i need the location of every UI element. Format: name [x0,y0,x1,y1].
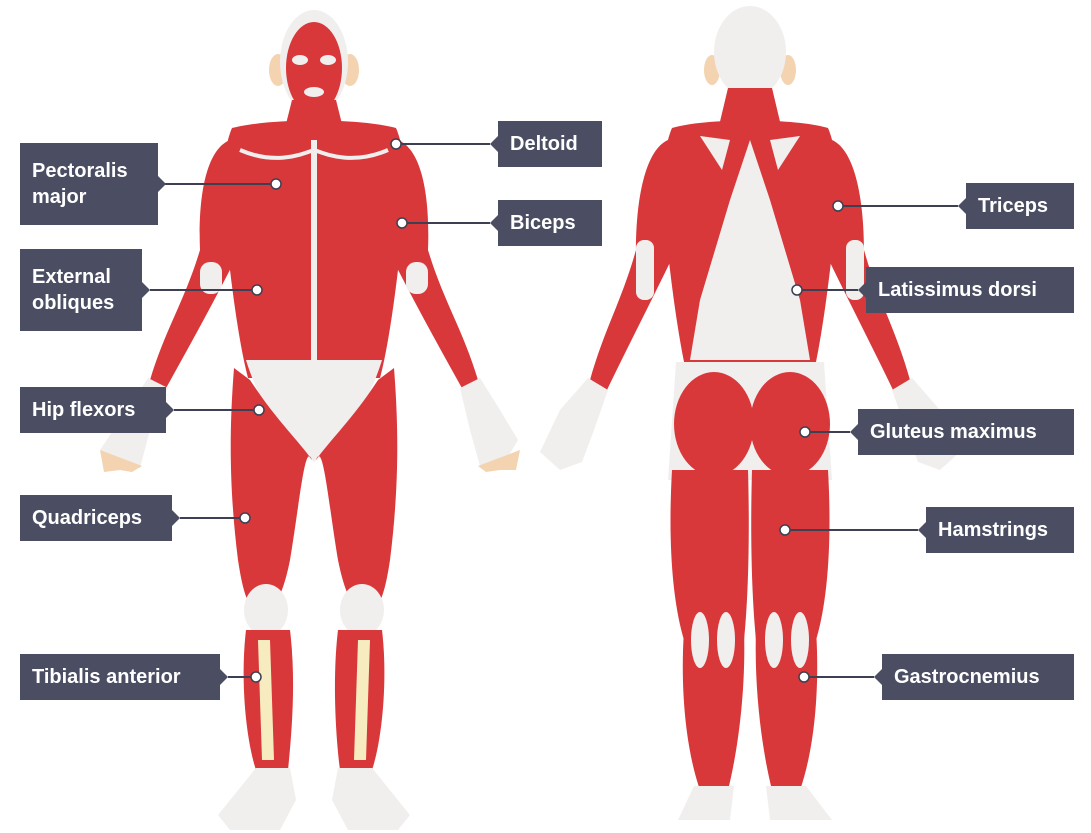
leader-dot-quadriceps [240,513,250,523]
back-thigh-right [751,470,829,640]
label-hip-flexors: Hip flexors [20,387,166,433]
back-heel-right [766,786,832,820]
label-gluteus-maximus-text: Gluteus maximus [870,419,1037,445]
label-latissimus-dorsi-text: Latissimus dorsi [878,277,1037,303]
leader-dot-tibialis-anterior [251,672,261,682]
leader-dot-latissimus-dorsi [792,285,802,295]
leader-dot-biceps [397,218,407,228]
label-tibialis-anterior-text: Tibialis anterior [32,664,181,690]
label-deltoid-text: Deltoid [510,131,578,157]
label-pectoralis-major: Pectoralis major [20,143,158,225]
front-eye-right [320,55,336,65]
leader-dot-gastrocnemius [799,672,809,682]
back-thigh-left [671,470,749,640]
label-biceps-text: Biceps [510,210,576,236]
back-calf-right [756,630,818,790]
label-hamstrings: Hamstrings [926,507,1074,553]
back-glute-right [750,372,830,476]
front-foot-left [218,768,296,830]
back-glute-left [674,372,754,476]
front-knee-left [244,584,288,636]
label-biceps: Biceps [498,200,602,246]
label-latissimus-dorsi: Latissimus dorsi [866,267,1074,313]
label-triceps-text: Triceps [978,193,1048,219]
label-pectoralis-major-text: Pectoralis major [32,158,128,210]
front-mouth [304,87,324,97]
front-knee-right [340,584,384,636]
label-gastrocnemius-text: Gastrocnemius [894,664,1040,690]
leader-dot-external-obliques [252,285,262,295]
label-quadriceps-text: Quadriceps [32,505,142,531]
leader-dot-triceps [833,201,843,211]
back-elbow-left [636,240,654,300]
label-external-obliques: External obliques [20,249,142,331]
label-quadriceps: Quadriceps [20,495,172,541]
label-deltoid: Deltoid [498,121,602,167]
front-foot-right [332,768,410,830]
front-elbow-right [406,262,428,294]
front-eye-left [292,55,308,65]
leader-dot-gluteus-maximus [800,427,810,437]
back-calf-tendon-left-2 [717,612,735,668]
back-calf-tendon-left-1 [691,612,709,668]
back-heel-left [678,786,734,820]
back-calf-tendon-right-1 [765,612,783,668]
leader-dot-hip-flexors [254,405,264,415]
label-gluteus-maximus: Gluteus maximus [858,409,1074,455]
back-calf-left [683,630,745,790]
label-hamstrings-text: Hamstrings [938,517,1048,543]
label-gastrocnemius: Gastrocnemius [882,654,1074,700]
leader-dot-pectoralis-major [271,179,281,189]
back-head [714,6,786,98]
leader-dot-hamstrings [780,525,790,535]
leader-dot-deltoid [391,139,401,149]
label-tibialis-anterior: Tibialis anterior [20,654,220,700]
label-hip-flexors-text: Hip flexors [32,397,135,423]
label-triceps: Triceps [966,183,1074,229]
label-external-obliques-text: External obliques [32,264,114,316]
back-calf-tendon-right-2 [791,612,809,668]
back-hand-left [540,378,608,470]
